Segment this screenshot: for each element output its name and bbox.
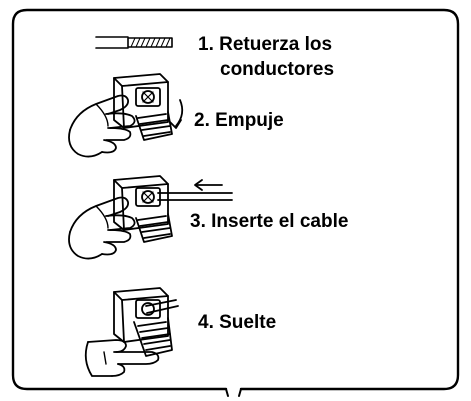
- terminal-insert-icon: [113, 175, 233, 243]
- frame-notch: [225, 388, 242, 397]
- twisted-wire-icon: [95, 36, 173, 49]
- step-1-label-continued: conductores: [220, 59, 335, 80]
- hand-icon: [84, 339, 160, 377]
- frame-border: [11, 8, 460, 391]
- step-4-label: 4. Suelte: [198, 312, 277, 333]
- terminal-release-icon: [113, 287, 179, 357]
- step-3-label: 3. Inserte el cable: [190, 211, 349, 232]
- hand-icon: [68, 94, 136, 158]
- hand-icon: [68, 196, 136, 260]
- terminal-push-icon: [113, 73, 184, 141]
- step-1-label: 1. Retuerza los: [198, 34, 333, 55]
- step-2-label: 2. Empuje: [194, 110, 284, 131]
